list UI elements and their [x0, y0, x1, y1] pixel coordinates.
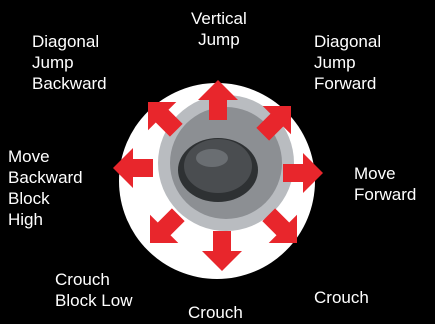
label-vertical-jump: Vertical Jump: [191, 9, 247, 49]
joystick-ball-highlight: [196, 149, 228, 167]
label-crouch-forward: Crouch: [314, 288, 369, 307]
arrow-up-back: [148, 102, 183, 137]
arrow-down-forward: [262, 208, 297, 243]
label-diagonal-jump-backward: Diagonal Jump Backward: [32, 32, 107, 93]
label-move-backward-block-high: Move Backward Block High: [8, 147, 83, 229]
arrow-down: [202, 231, 242, 271]
arrow-back: [113, 148, 153, 188]
arrow-forward: [283, 153, 323, 193]
label-crouch-block-low: Crouch Block Low: [55, 270, 133, 310]
arrow-up: [198, 80, 238, 120]
label-crouch: Crouch: [188, 303, 243, 322]
arrow-down-back: [150, 208, 185, 243]
direction-arrows: [113, 80, 323, 271]
label-move-forward: Move Forward: [354, 164, 417, 204]
label-diagonal-jump-forward: Diagonal Jump Forward: [314, 32, 382, 93]
arrow-up-forward: [256, 106, 291, 141]
